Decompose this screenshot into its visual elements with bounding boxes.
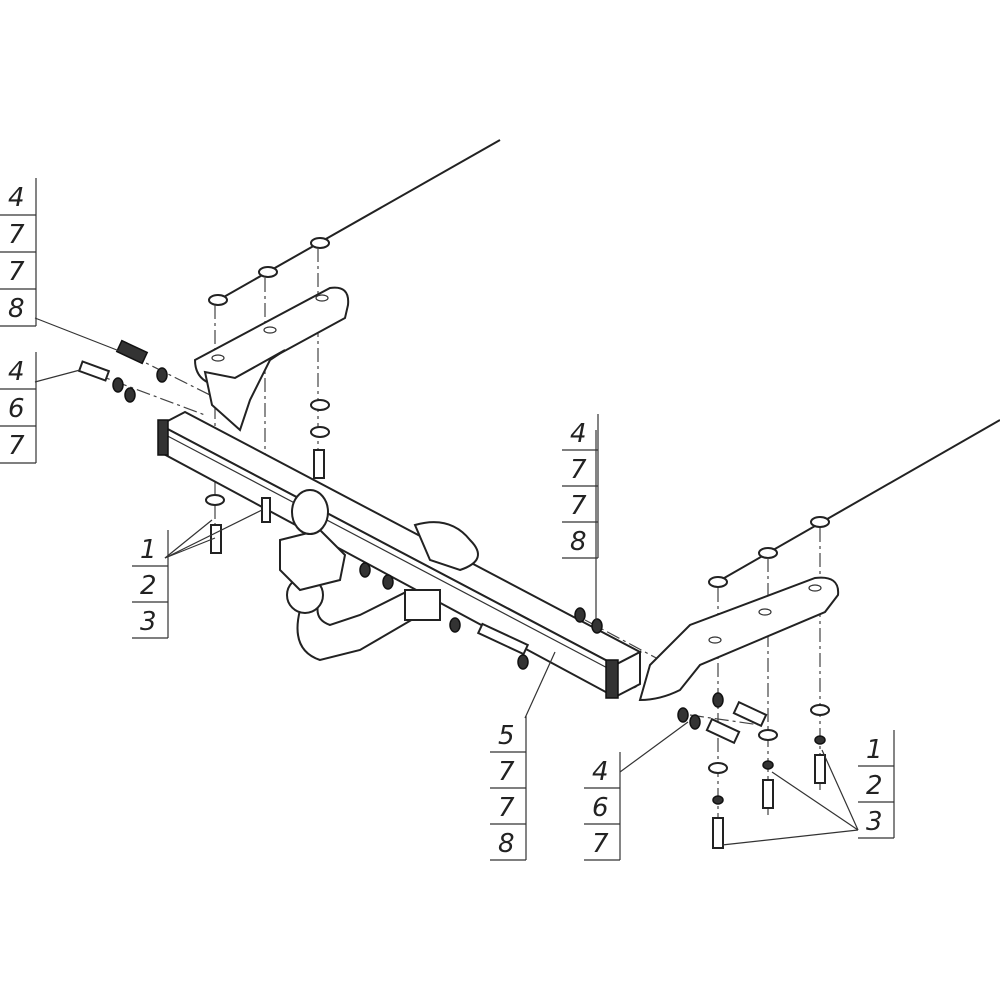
callout-number: 7 xyxy=(570,455,587,485)
callout-number: 6 xyxy=(8,394,25,424)
callout-bottom-center-bolt: 5 7 7 8 xyxy=(490,716,527,861)
callout-center-bolt: 4 7 7 8 xyxy=(562,414,599,559)
leader-lines xyxy=(34,317,859,846)
callout-number: 4 xyxy=(592,757,609,787)
callout-number: 8 xyxy=(498,829,515,859)
callout-number: 2 xyxy=(140,571,157,601)
callout-number: 7 xyxy=(570,491,587,521)
callout-left-bolt: 4 6 7 xyxy=(0,352,37,464)
callout-number: 7 xyxy=(498,757,515,787)
callout-number: 2 xyxy=(866,771,883,801)
callout-number: 4 xyxy=(8,183,25,213)
callout-number: 3 xyxy=(140,607,157,637)
callout-number: 8 xyxy=(570,527,587,557)
left-cable xyxy=(208,139,501,306)
callout-number: 6 xyxy=(592,793,609,823)
cross-beam xyxy=(157,410,643,699)
callout-number: 7 xyxy=(592,829,609,859)
right-bracket xyxy=(626,576,840,702)
right-cable xyxy=(708,419,1000,588)
callout-number: 7 xyxy=(498,793,515,823)
callout-number: 4 xyxy=(570,419,587,449)
callout-number: 4 xyxy=(8,357,25,387)
callout-bottom-right-bolt: 4 6 7 xyxy=(584,752,621,861)
left-bracket xyxy=(193,286,350,432)
callout-number: 1 xyxy=(140,535,157,565)
callout-top-left-bolt: 4 7 7 8 xyxy=(0,178,37,327)
fasteners xyxy=(77,339,830,849)
callout-number: 3 xyxy=(866,807,883,837)
callout-number: 8 xyxy=(8,294,25,324)
callout-number: 7 xyxy=(8,431,25,461)
callout-number: 1 xyxy=(866,735,883,765)
callout-number: 7 xyxy=(8,220,25,250)
callout-right-bottom-bolts: 1 2 3 xyxy=(858,730,895,839)
callout-number: 5 xyxy=(498,721,515,751)
callout-number: 7 xyxy=(8,257,25,287)
tow-hitch xyxy=(279,489,479,662)
callout-labels: 4 7 7 8 4 6 7 1 2 3 4 7 7 8 5 7 7 8 4 6 7 1 2 3 xyxy=(0,178,895,861)
callout-left-bottom-bolts: 1 2 3 xyxy=(132,530,169,639)
